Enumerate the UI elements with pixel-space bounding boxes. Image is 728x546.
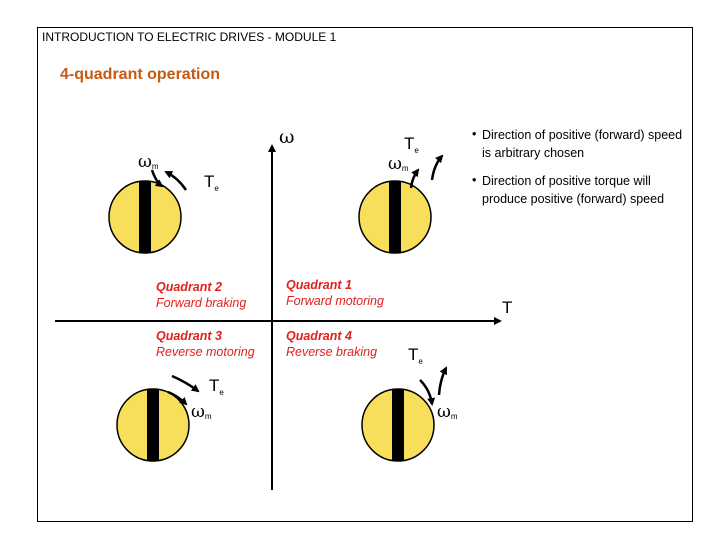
motor-q4-shaft <box>392 389 404 461</box>
q2-omega-label: ωm <box>138 152 159 172</box>
bullet-dot-icon: • <box>472 173 477 187</box>
quadrant-1-name: Quadrant 1 <box>286 278 352 292</box>
q1-torque-label: Te <box>404 134 419 155</box>
notes-list: •Direction of positive (forward) speed i… <box>470 126 690 218</box>
motor-q1-shaft <box>389 181 401 253</box>
quadrant-1-desc: Forward motoring <box>286 294 384 308</box>
q4-torque-label: Te <box>408 345 423 366</box>
q3-speed-arrow <box>167 390 188 406</box>
slide-title: 4-quadrant operation <box>60 66 221 83</box>
q1-speed-arrow <box>409 168 420 189</box>
motor-q4 <box>361 388 435 462</box>
q4-omega-label: ωm <box>437 402 458 422</box>
motor-q3-shaft <box>147 389 159 461</box>
q3-torque-arrow <box>171 374 200 393</box>
q4-speed-arrow <box>419 379 436 406</box>
quadrant-2-name: Quadrant 2 <box>156 280 222 294</box>
motor-q3 <box>116 388 190 462</box>
quadrant-3-label: Quadrant 3 Reverse motoring <box>156 328 255 360</box>
motor-q2 <box>108 180 182 254</box>
quadrant-3-desc: Reverse motoring <box>156 345 255 359</box>
quadrant-2-label: Quadrant 2 Forward braking <box>156 279 246 311</box>
q2-torque-arrow <box>164 170 188 191</box>
motor-q2-shaft <box>139 181 151 253</box>
torque-axis-label: T <box>502 298 513 317</box>
q4-torque-arrow <box>437 366 448 396</box>
motor-q1 <box>358 180 432 254</box>
speed-axis-label: ω <box>279 126 295 148</box>
quadrant-3-name: Quadrant 3 <box>156 329 222 343</box>
q2-speed-arrow <box>150 169 164 188</box>
q3-torque-label: Te <box>209 376 224 397</box>
slide-header: INTRODUCTION TO ELECTRIC DRIVES - MODULE… <box>42 30 337 44</box>
quadrant-4-desc: Reverse braking <box>286 345 378 359</box>
quadrant-4-name: Quadrant 4 <box>286 329 352 343</box>
quadrant-1-label: Quadrant 1 Forward motoring <box>286 277 384 309</box>
q1-torque-arrow <box>430 154 444 181</box>
q2-torque-label: Te <box>204 172 219 193</box>
note-item: •Direction of positive torque will produ… <box>472 173 665 206</box>
slide-frame <box>37 27 693 522</box>
quadrant-2-desc: Forward braking <box>156 296 247 310</box>
q3-omega-label: ωm <box>191 402 212 422</box>
note-item: •Direction of positive (forward) speed i… <box>472 127 683 160</box>
bullet-dot-icon: • <box>472 127 477 141</box>
q1-omega-label: ωm <box>388 154 409 174</box>
quadrant-4-label: Quadrant 4 Reverse braking <box>286 328 377 360</box>
